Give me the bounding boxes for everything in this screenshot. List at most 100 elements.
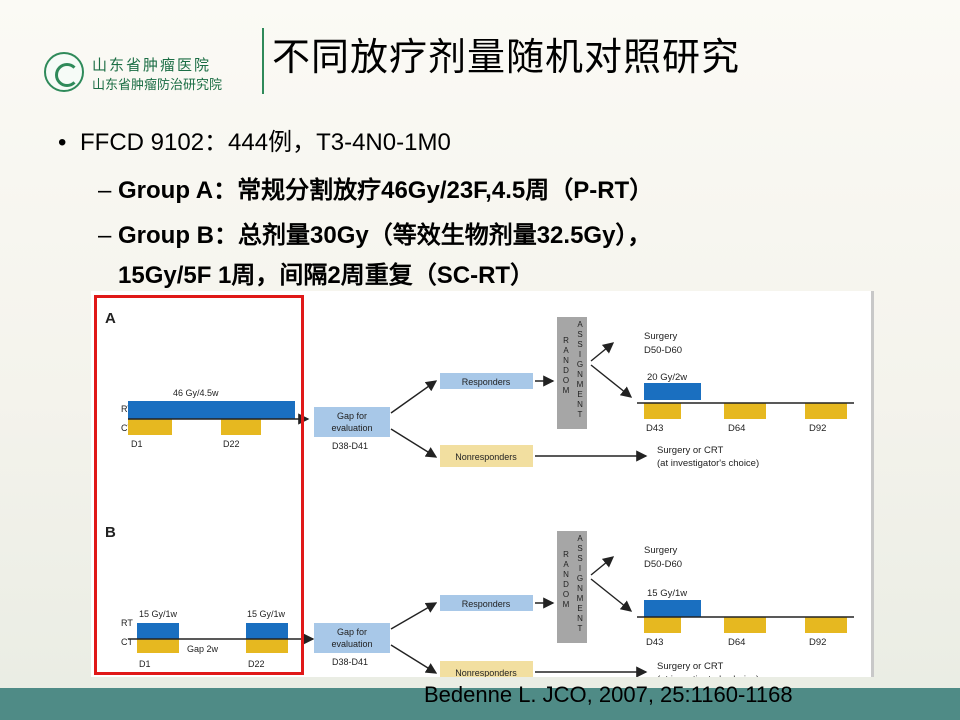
day-label-d22: D22 <box>223 439 240 449</box>
random-letter: O <box>563 590 569 599</box>
rt-label: RT <box>121 618 133 628</box>
investigator-choice-label: (at investigator's choice) <box>657 674 759 677</box>
group-b-text: ：总剂量30Gy（等效生物剂量32.5Gy）， <box>214 222 652 249</box>
random-letter: D <box>563 580 569 589</box>
rt-label: RT <box>121 404 133 414</box>
arrow-to-boost <box>590 364 633 398</box>
assignment-letter: N <box>577 584 583 593</box>
group-a-text: ：常规分割放疗46Gy/23F,4.5周（P-RT） <box>213 177 654 204</box>
assignment-letter: T <box>578 624 583 633</box>
day-label-d43: D43 <box>646 637 663 648</box>
assignment-letter: G <box>577 574 583 583</box>
sub-bullet-group-b: –Group B：总剂量30Gy（等效生物剂量32.5Gy）， <box>98 215 651 250</box>
assignment-letter: S <box>577 330 582 339</box>
arrow-to-responders <box>390 380 438 414</box>
day-label-d92: D92 <box>809 423 826 434</box>
arrow-to-surgery <box>590 556 615 576</box>
assignment-letter: I <box>579 350 581 359</box>
arrow-to-surgery <box>590 342 615 362</box>
assignment-letter: M <box>577 594 584 603</box>
logo-name-line1: 山东省肿瘤医院 <box>92 56 212 74</box>
random-letter: A <box>563 346 569 355</box>
ct-bar-d64 <box>724 617 766 633</box>
random-letter: R <box>563 336 569 345</box>
random-letter: O <box>563 376 569 385</box>
surgery-or-crt-label: Surgery or CRT <box>657 445 724 456</box>
responders-label: Responders <box>462 599 511 609</box>
gap-evaluation-text: evaluation <box>331 639 372 649</box>
random-letter: M <box>563 386 570 395</box>
boost-rt-bar <box>644 383 701 400</box>
title-divider <box>262 28 264 94</box>
assignment-letter: S <box>577 554 582 563</box>
assignment-letter: G <box>577 360 583 369</box>
day-label-d22: D22 <box>248 659 265 669</box>
surgery-label: Surgery <box>644 331 678 342</box>
dash-icon: – <box>98 177 112 204</box>
bullet-study-text: FFCD 9102：444例，T3-4N0-1M0 <box>80 129 451 156</box>
day-label-d1: D1 <box>131 439 143 449</box>
panel-label: A <box>105 310 116 327</box>
rt-bar-2 <box>246 623 288 639</box>
gap-evaluation-box <box>314 623 390 653</box>
assignment-letter: A <box>577 320 583 329</box>
gap-evaluation-text: evaluation <box>331 423 372 433</box>
slide-title: 不同放疗剂量随机对照研究 <box>272 35 741 79</box>
responders-box <box>440 373 533 389</box>
surgery-or-crt-label: Surgery or CRT <box>657 661 724 672</box>
ct-bar-d43 <box>644 617 681 633</box>
group-a-head: Group A <box>118 177 214 204</box>
assignment-letter: A <box>577 534 583 543</box>
arrow-to-boost <box>590 578 633 612</box>
ct-bar-d43 <box>644 403 681 419</box>
arrow-to-responders <box>390 602 438 630</box>
assignment-letter: S <box>577 544 582 553</box>
gap-evaluation-text: Gap for <box>337 627 367 637</box>
rt-bar <box>128 401 295 419</box>
ct-bar-d92 <box>805 617 847 633</box>
dash-icon: – <box>98 222 112 249</box>
responders-box <box>440 595 533 611</box>
surgery-days-label: D50-D60 <box>644 559 682 570</box>
investigator-choice-label: (at investigator's choice) <box>657 458 759 469</box>
highlight-box <box>94 295 304 675</box>
gap-evaluation-text: Gap for <box>337 411 367 421</box>
random-letter: D <box>563 366 569 375</box>
group-b-head: Group B <box>118 222 214 249</box>
ct-bar-d92 <box>805 403 847 419</box>
hospital-logo: 山东省肿瘤医院 山东省肿瘤防治研究院 <box>44 52 254 98</box>
assignment-letter: S <box>577 340 582 349</box>
nonresponders-label: Nonresponders <box>455 452 517 462</box>
random-letter: N <box>563 570 569 579</box>
rt-bar-1 <box>137 623 179 639</box>
nonresponders-box <box>440 445 533 467</box>
random-letter: N <box>563 356 569 365</box>
day-label-d64: D64 <box>728 637 745 648</box>
assignment-letter: E <box>577 604 582 613</box>
random-assignment-box <box>557 531 587 643</box>
ct-bar-d64 <box>724 403 766 419</box>
ct-label: CT <box>121 423 133 433</box>
assignment-letter: N <box>577 370 583 379</box>
day-label-d1: D1 <box>139 659 151 669</box>
random-assignment-box <box>557 317 587 429</box>
gap-evaluation-box <box>314 407 390 437</box>
nonresponders-label: Nonresponders <box>455 668 517 677</box>
hospital-emblem-icon <box>44 52 84 92</box>
panel-label: B <box>105 524 116 541</box>
day-label-d64: D64 <box>728 423 745 434</box>
assignment-letter: E <box>577 390 582 399</box>
assignment-letter: M <box>577 380 584 389</box>
assignment-letter: T <box>578 410 583 419</box>
responders-label: Responders <box>462 377 511 387</box>
dose-label-2: 15 Gy/1w <box>247 609 286 619</box>
sub-bullet-group-a: –Group A：常规分割放疗46Gy/23F,4.5周（P-RT） <box>98 170 653 205</box>
boost-dose-label: 20 Gy/2w <box>647 372 687 383</box>
dose-label: 46 Gy/4.5w <box>173 388 219 398</box>
random-letter: M <box>563 600 570 609</box>
group-b-continuation: 15Gy/5F 1周，间隔2周重复（SC-RT） <box>118 262 535 289</box>
footer-band <box>0 688 960 720</box>
logo-name-line2: 山东省肿瘤防治研究院 <box>92 78 223 93</box>
